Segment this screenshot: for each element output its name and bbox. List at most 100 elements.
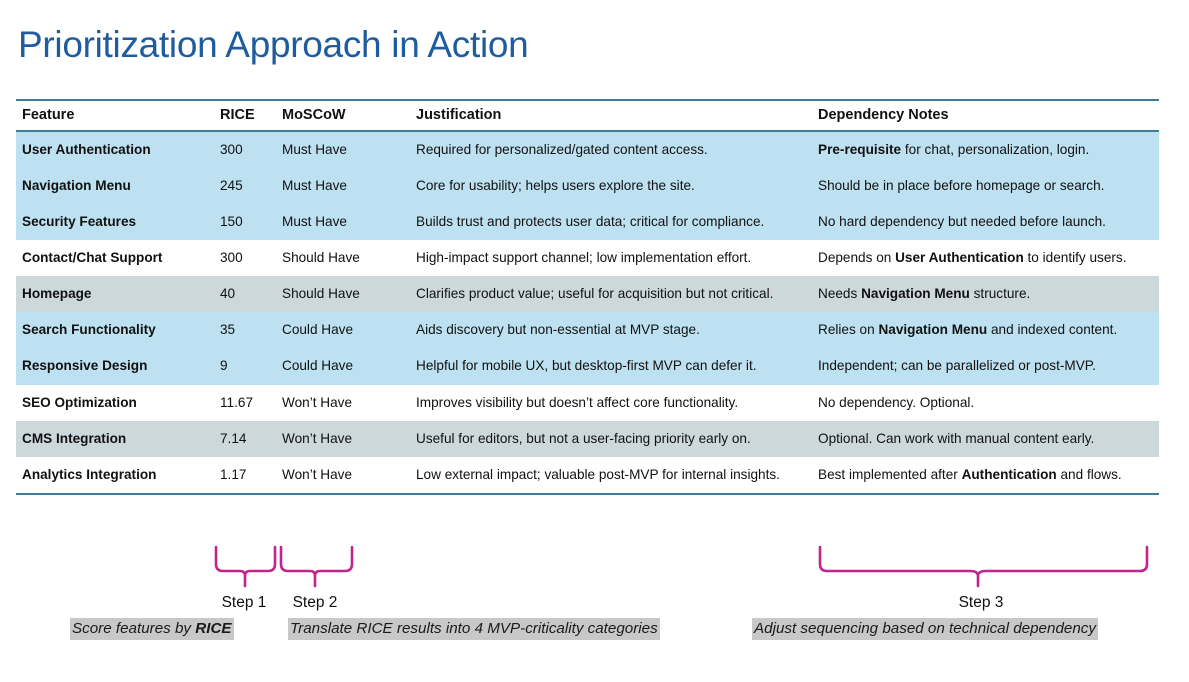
step-3-caption-text: Adjust sequencing based on technical dep… [754,620,1096,637]
prioritization-table: Feature RICE MoSCoW Justification Depend… [16,99,1159,495]
step-2-caption-text: Translate RICE results into 4 MVP-critic… [290,620,658,637]
brace-step-1 [214,545,277,588]
step-2-label: Step 2 [292,594,338,611]
table-header: Feature RICE MoSCoW Justification Depend… [16,99,1159,132]
cell-justification: Useful for editors, but not a user-facin… [410,420,812,457]
cell-rice: 245 [216,168,276,205]
cell-feature: Analytics Integration [16,456,216,495]
dependency-text-pre: Optional. Can work with manual content e… [818,430,1095,446]
cell-moscow: Must Have [276,204,410,241]
cell-rice: 300 [216,240,276,277]
step-braces-group [214,545,1149,588]
dependency-text-pre: No dependency. Optional. [818,394,975,410]
step-3-label: Step 3 [958,594,1004,611]
cell-moscow: Won’t Have [276,384,410,421]
cell-moscow: Won’t Have [276,420,410,457]
cell-moscow: Could Have [276,312,410,349]
cell-feature: Contact/Chat Support [16,240,216,277]
dependency-text-pre: Should be in place before homepage or se… [818,178,1105,194]
cell-rice: 7.14 [216,420,276,457]
column-header-rice: RICE [216,99,276,132]
cell-dependency-notes: Pre-requisite for chat, personalization,… [812,131,1159,169]
dependency-text-post: to identify users. [1023,250,1127,266]
step-1-label: Step 1 [221,594,267,611]
cell-justification: Builds trust and protects user data; cri… [410,204,812,241]
table-header-row: Feature RICE MoSCoW Justification Depend… [16,99,1159,132]
cell-dependency-notes: Should be in place before homepage or se… [812,168,1159,205]
cell-feature: Homepage [16,276,216,313]
cell-dependency-notes: Needs Navigation Menu structure. [812,276,1159,313]
dependency-text-pre: Independent; can be parallelized or post… [818,358,1096,374]
dependency-text-emphasis: Navigation Menu [878,322,988,338]
cell-rice: 1.17 [216,456,276,495]
cell-justification: High-impact support channel; low impleme… [410,240,812,277]
dependency-text-post: structure. [969,286,1031,302]
cell-rice: 9 [216,348,276,385]
column-header-moscow: MoSCoW [276,99,410,132]
cell-justification: Helpful for mobile UX, but desktop-first… [410,348,812,385]
dependency-text-pre: Needs [818,286,862,302]
cell-dependency-notes: Best implemented after Authentication an… [812,456,1159,495]
cell-moscow: Should Have [276,276,410,313]
cell-rice: 300 [216,131,276,169]
cell-moscow: Must Have [276,168,410,205]
cell-feature: Navigation Menu [16,168,216,205]
dependency-text-post: and indexed content. [987,322,1118,338]
cell-moscow: Could Have [276,348,410,385]
cell-feature: Security Features [16,204,216,241]
cell-dependency-notes: No hard dependency but needed before lau… [812,204,1159,241]
cell-dependency-notes: Relies on Navigation Menu and indexed co… [812,312,1159,349]
cell-dependency-notes: Optional. Can work with manual content e… [812,420,1159,457]
cell-moscow: Should Have [276,240,410,277]
cell-feature: User Authentication [16,131,216,169]
cell-feature: Responsive Design [16,348,216,385]
step-1-caption-bold: RICE [195,620,232,637]
cell-feature: CMS Integration [16,420,216,457]
cell-dependency-notes: Depends on User Authentication to identi… [812,240,1159,277]
cell-rice: 40 [216,276,276,313]
brace-step-2 [279,545,354,588]
step-3-caption: Adjust sequencing based on technical dep… [752,618,1098,640]
cell-dependency-notes: Independent; can be parallelized or post… [812,348,1159,385]
column-header-dependency-notes: Dependency Notes [812,99,1159,132]
dependency-text-pre: Relies on [818,322,879,338]
dependency-text-pre: Best implemented after [818,466,962,482]
dependency-text-pre: Depends on [818,250,896,266]
cell-rice: 11.67 [216,384,276,421]
dependency-text-emphasis: Authentication [961,466,1057,482]
cell-justification: Low external impact; valuable post-MVP f… [410,456,812,495]
cell-feature: Search Functionality [16,312,216,349]
dependency-text-emphasis: User Authentication [895,250,1024,266]
dependency-text-emphasis: Pre-requisite [818,142,902,157]
brace-step-3 [818,545,1149,588]
page-title: Prioritization Approach in Action [18,24,529,65]
step-1-caption-text: Score features by [72,620,196,637]
column-header-feature: Feature [16,99,216,132]
cell-moscow: Won’t Have [276,456,410,495]
cell-moscow: Must Have [276,131,410,169]
dependency-text-emphasis: Navigation Menu [861,286,970,302]
dependency-text-pre: No hard dependency but needed before lau… [818,214,1106,230]
cell-justification: Core for usability; helps users explore … [410,168,812,205]
dependency-text-post: for chat, personalization, login. [901,142,1090,157]
cell-justification: Improves visibility but doesn’t affect c… [410,384,812,421]
cell-justification: Clarifies product value; useful for acqu… [410,276,812,313]
prioritization-table-container: Feature RICE MoSCoW Justification Depend… [16,99,1159,495]
cell-justification: Aids discovery but non-essential at MVP … [410,312,812,349]
cell-feature: SEO Optimization [16,384,216,421]
cell-dependency-notes: No dependency. Optional. [812,384,1159,421]
dependency-text-post: and flows. [1056,466,1122,482]
cell-rice: 35 [216,312,276,349]
step-1-caption: Score features by RICE [70,618,234,640]
